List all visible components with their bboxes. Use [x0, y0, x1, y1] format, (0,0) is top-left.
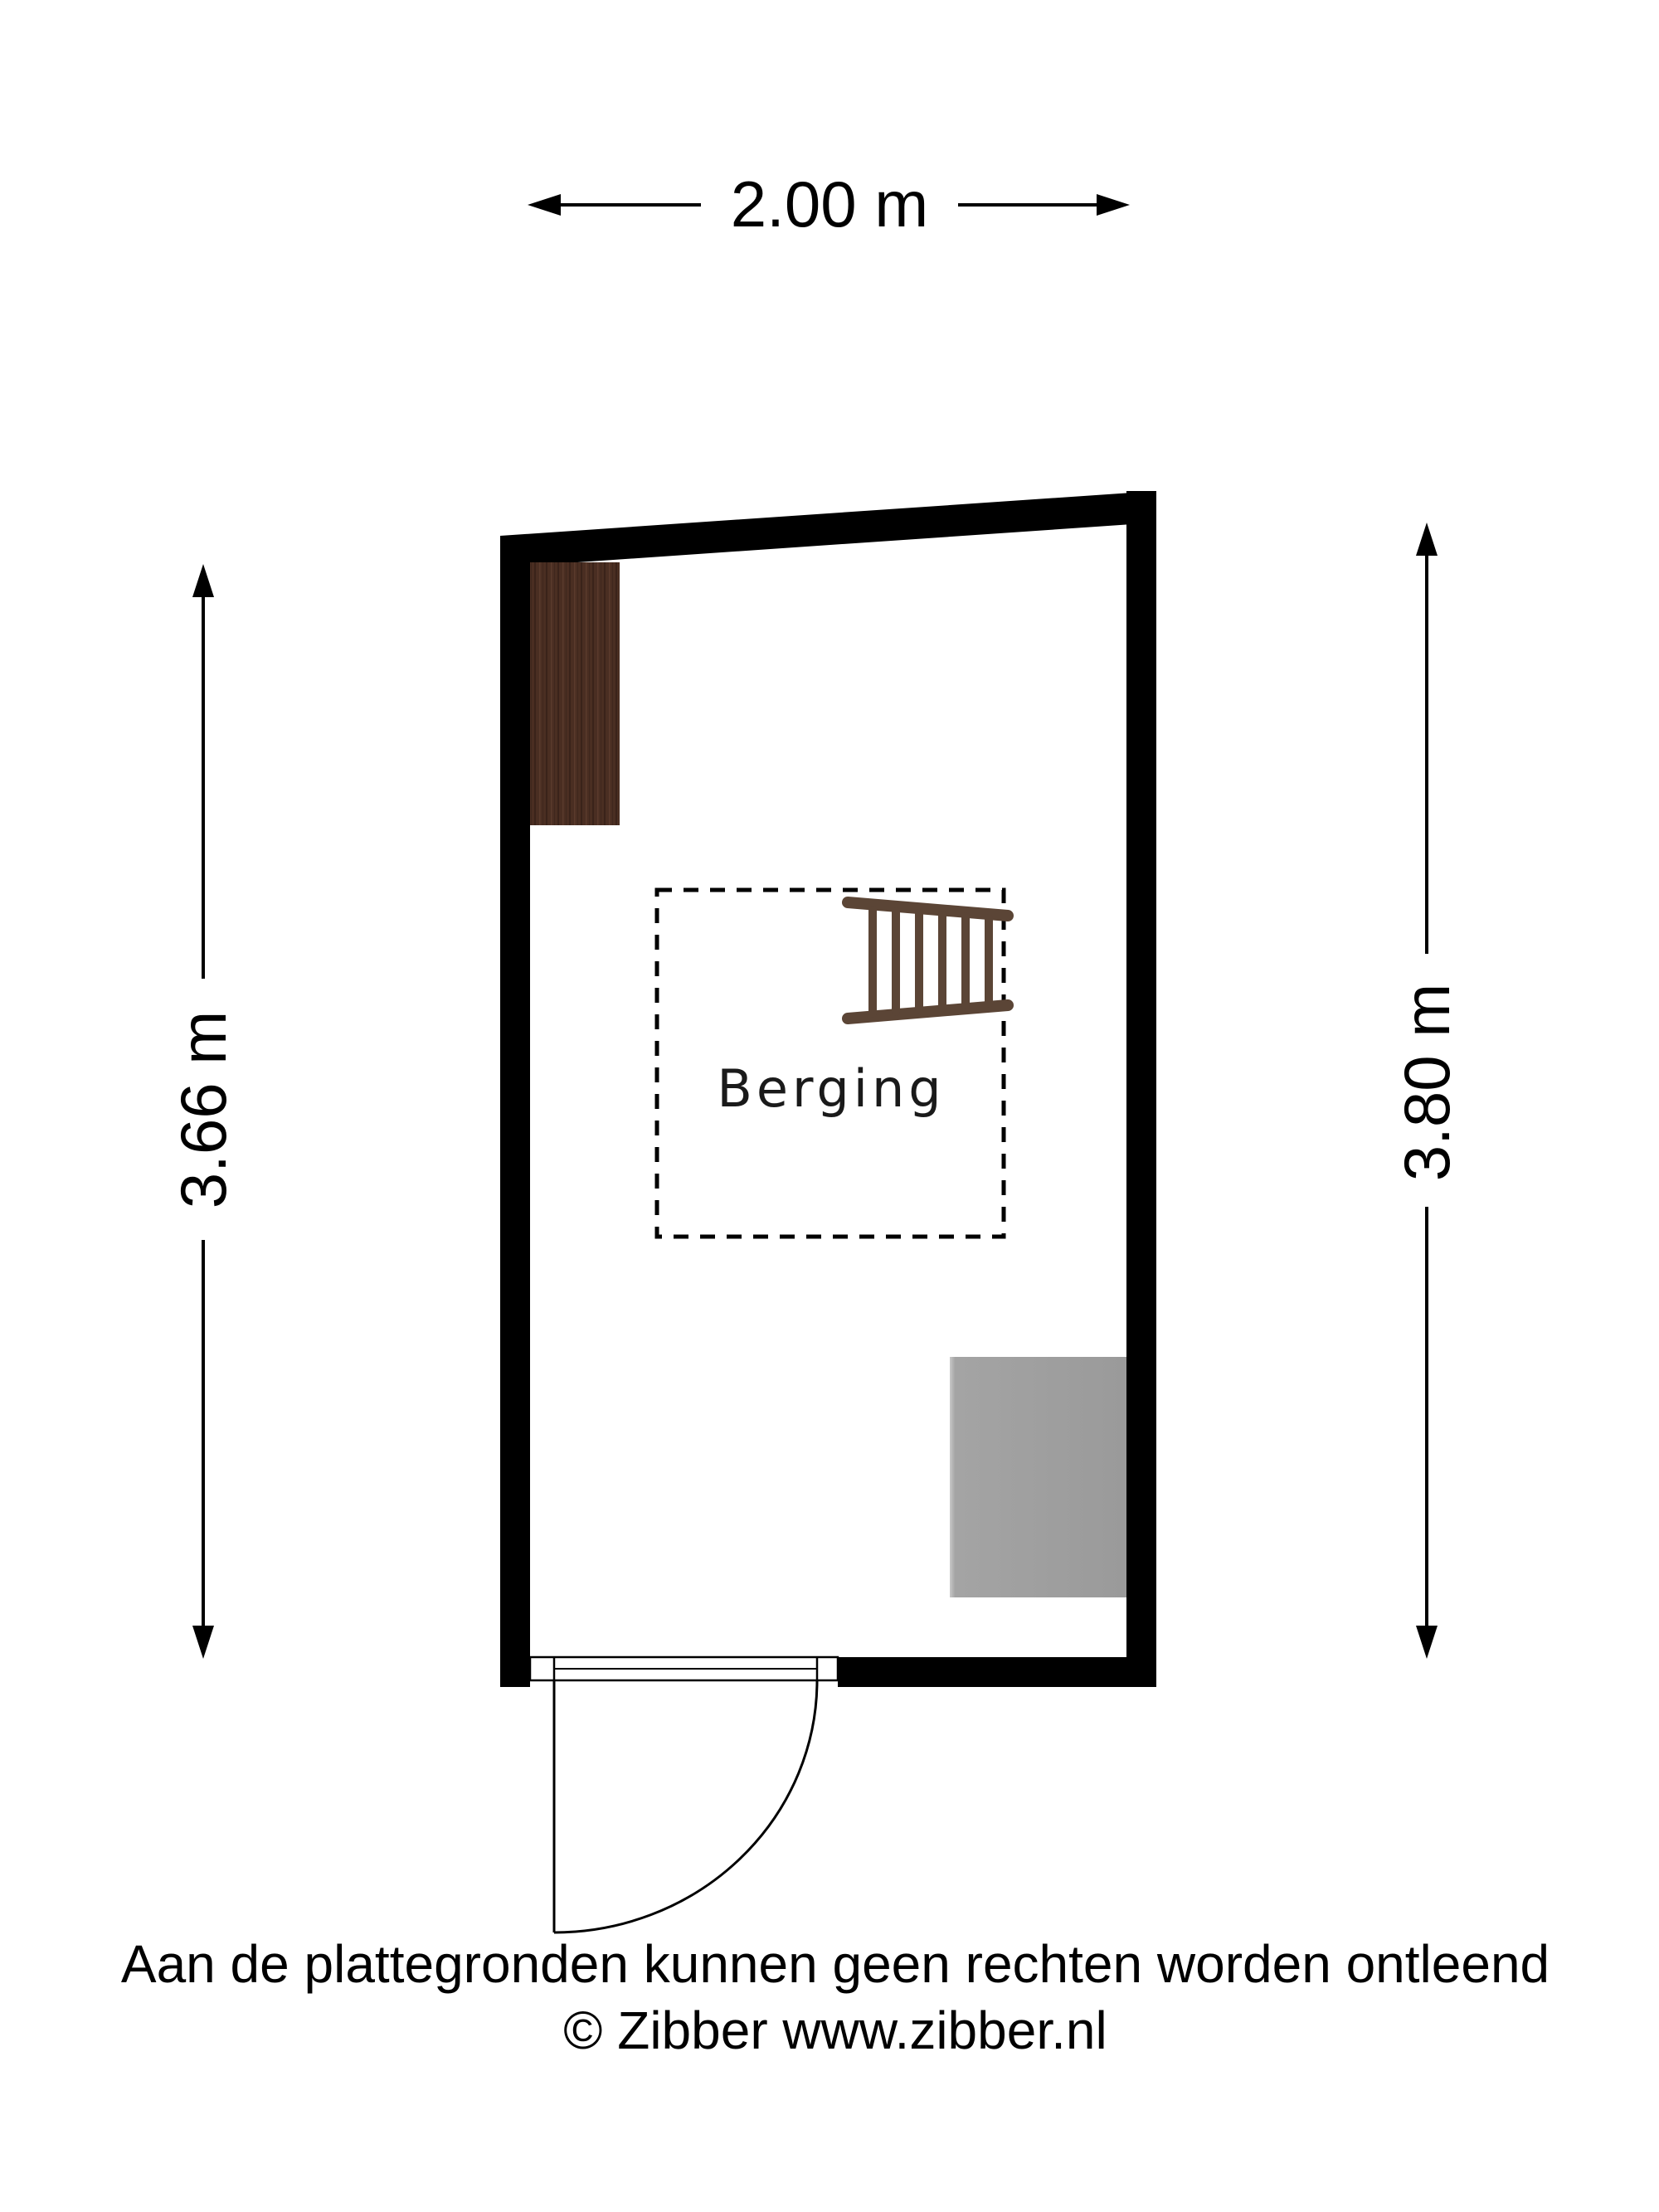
walls [500, 491, 1156, 1687]
bottom-wall-right [838, 1657, 1156, 1687]
attic-hatch [654, 887, 1006, 1239]
top-wall [500, 491, 1156, 566]
footer-copyright: © Zibber www.zibber.nl [563, 2001, 1107, 2060]
double-arrow-icon [1416, 523, 1438, 1659]
left-height-dimension: 3.66 m [167, 564, 240, 1659]
left-wall [500, 536, 530, 1687]
door-swing-icon [552, 1680, 819, 1934]
wood-cabinet [530, 562, 620, 825]
left-height-label: 3.66 m [167, 1011, 240, 1208]
door [528, 1655, 839, 1934]
double-arrow-icon [528, 194, 1130, 216]
right-height-dimension: 3.80 m [1390, 523, 1463, 1659]
right-wall [1126, 491, 1156, 1687]
grey-unit [950, 1357, 1126, 1597]
bottom-wall-left [500, 1657, 530, 1687]
footer-disclaimer: Aan de plattegronden kunnen geen rechten… [121, 1934, 1550, 1994]
double-arrow-icon [192, 564, 214, 1659]
ladder-icon [842, 897, 1014, 1024]
width-dimension-label: 2.00 m [731, 168, 928, 241]
width-dimension: 2.00 m [528, 168, 1130, 241]
room-label: Berging [717, 1058, 945, 1119]
right-height-label: 3.80 m [1390, 984, 1463, 1181]
